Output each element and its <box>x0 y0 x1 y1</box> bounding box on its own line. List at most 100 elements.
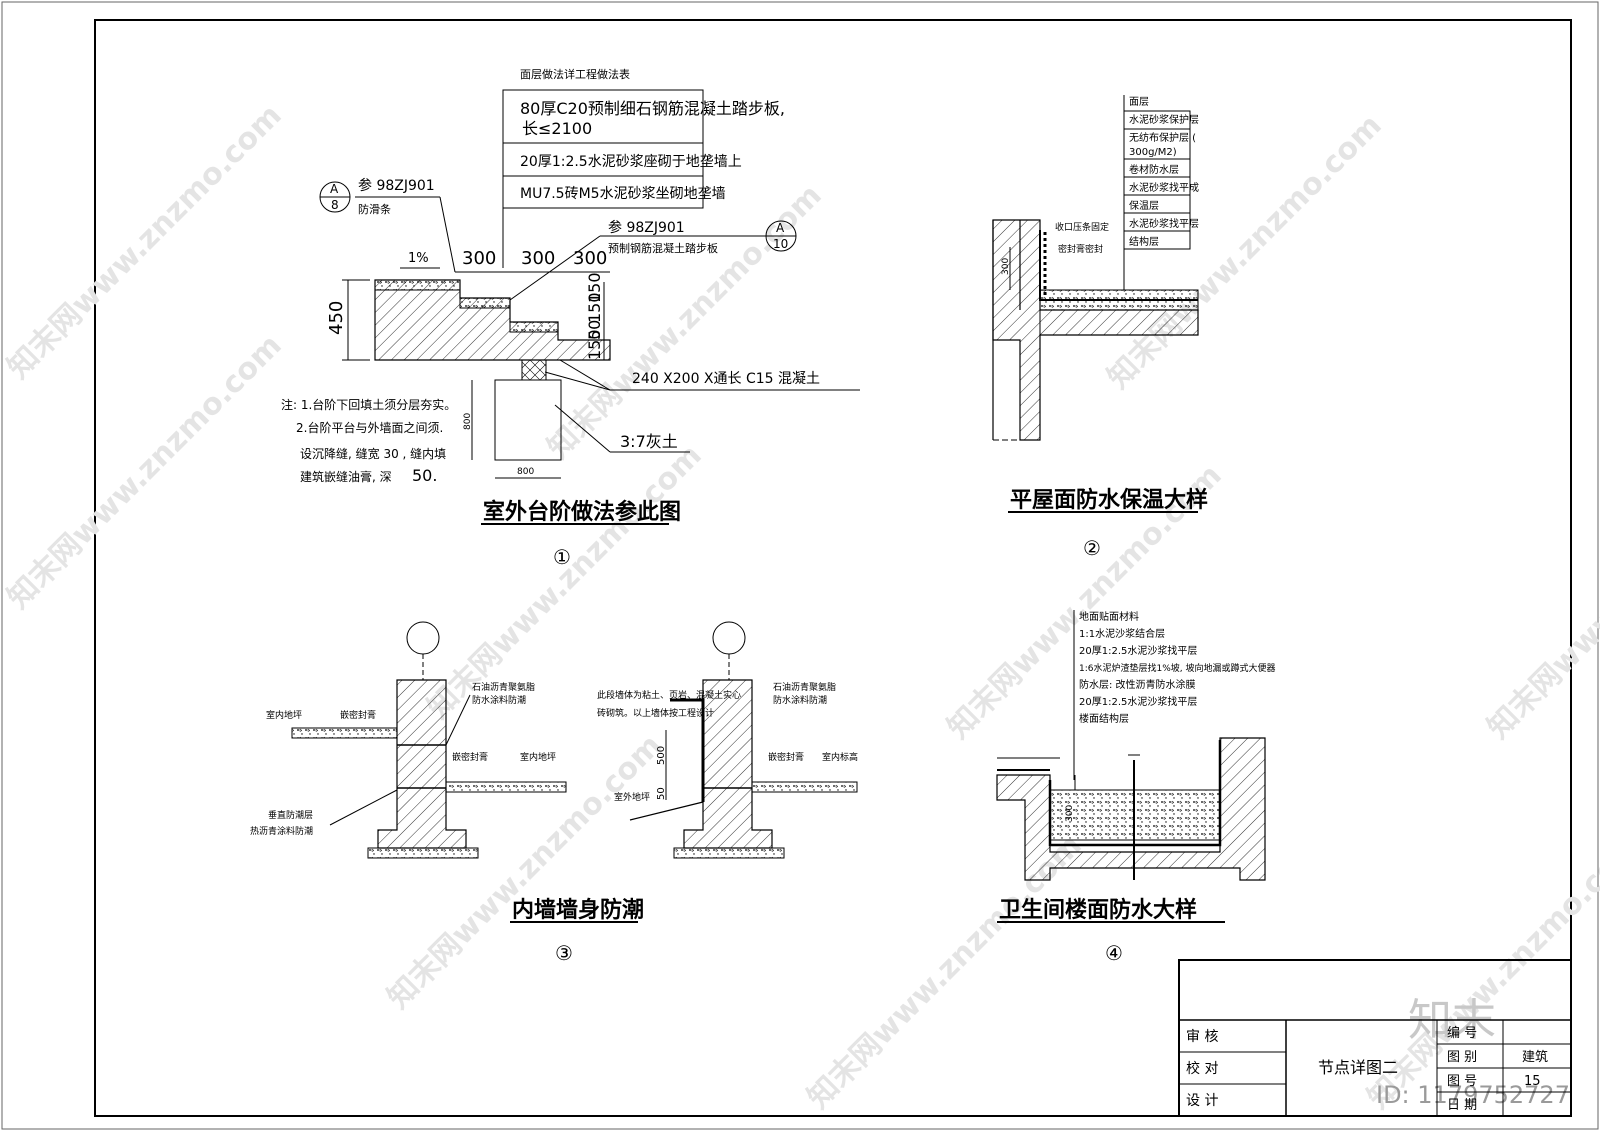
annotation: 防水涂料防潮 <box>773 694 827 706</box>
watermark-layer: 知末网www.znzmo.com 知末网www.znzmo.com 知末网www… <box>1 98 1600 1116</box>
titleblock-role: 设 计 <box>1186 1093 1218 1109</box>
titleblock-role: 校 对 <box>1186 1060 1218 1077</box>
detail-1-table-row: 长≤2100 <box>522 119 592 138</box>
detail-1-table-row: 80厚C20预制细石钢筋混凝土踏步板, <box>520 99 785 118</box>
reference-bubble-bottom: 10 <box>773 237 788 251</box>
detail-number: ④ <box>1105 941 1123 965</box>
layer-label: 面层 <box>1129 96 1149 108</box>
note-line: 建筑嵌缝油膏, 深 <box>300 469 392 484</box>
layer-label: 地面贴面材料 <box>1079 610 1139 623</box>
reference-text: 参 98ZJ901 <box>608 219 685 236</box>
detail-3-wall-dampproof: 室内地坪 嵌密封膏 垂直防潮层 热沥青涂料防潮 石油沥青聚氨脂 防水涂料防潮 嵌… <box>250 621 858 965</box>
detail-1-table-row: 20厚1:2.5水泥砂浆座砌于地垄墙上 <box>520 154 742 170</box>
step-body <box>374 279 611 361</box>
dimension-label: 450 <box>326 301 347 335</box>
annotation: 密封膏密封 <box>1058 243 1103 255</box>
reference-bubble-bottom: 8 <box>331 198 339 212</box>
layer-label: 300g/M2) <box>1129 147 1177 158</box>
reference-bubble-top: A <box>330 182 339 196</box>
dimension-label: 800 <box>517 467 534 477</box>
titleblock-meta: 图 别 <box>1447 1050 1477 1065</box>
ground-beam <box>521 359 547 381</box>
layer-label: 无纺布保护层 ( <box>1129 131 1196 144</box>
annotation: 垂直防潮层 <box>268 809 313 821</box>
reference-subtext: 防滑条 <box>358 202 391 216</box>
watermark-text: 知末网www.znzmo.com <box>1481 458 1600 746</box>
watermark-text: 知末网www.znzmo.com <box>421 438 709 726</box>
note-line: 2.台阶平台与外墙面之间须. <box>296 420 443 435</box>
title-block: 审 核 校 对 设 计 节点详图二 编 号 图 别 图 号 日 期 建筑 15 <box>1178 959 1572 1117</box>
annotation: 石油沥青聚氨脂 <box>472 681 535 693</box>
detail-1-outdoor-steps: 面层做法详工程做法表 80厚C20预制细石钢筋混凝土踏步板, 长≤2100 20… <box>281 67 860 569</box>
sheet-number: 15 <box>1524 1074 1541 1089</box>
dimension-label: 800 <box>463 413 473 430</box>
watermark-text: 知末网www.znzmo.com <box>1 98 289 386</box>
annotation: 防水涂料防潮 <box>472 694 526 706</box>
annotation: 砖砌筑。以上墙体按工程设计 <box>597 707 714 719</box>
reference-text: 参 98ZJ901 <box>358 177 435 194</box>
annotation: 此段墙体为粘土、页岩、混凝土实心 <box>597 689 741 701</box>
layer-label: 水泥砂浆找平成 <box>1129 181 1199 194</box>
dimension-label: 150 <box>585 329 604 360</box>
annotation: 嵌密封膏 <box>452 751 488 763</box>
annotation: 室内地坪 <box>266 709 302 721</box>
titleblock-role: 审 核 <box>1186 1029 1218 1045</box>
layer-label: 20厚1:2.5水泥沙浆找平层 <box>1079 695 1197 708</box>
note-line: 50. <box>412 466 437 485</box>
sheet-border <box>94 19 1572 1117</box>
detail-number: ② <box>1083 536 1101 560</box>
layer-label: 20厚1:2.5水泥沙浆找平层 <box>1079 644 1197 657</box>
detail-title: 内墙墙身防潮 <box>512 897 644 923</box>
watermark-text: 知末网www.znzmo.com <box>1 328 289 616</box>
annotation: 嵌密封膏 <box>340 709 376 721</box>
note-line: 注: 1.台阶下回填土须分层夯实。 <box>281 397 456 412</box>
annotation: 室外地坪 <box>614 791 650 803</box>
dimension-label: 150 <box>585 292 604 323</box>
axis-bubble <box>406 621 440 655</box>
note-line: 设沉降缝, 缝宽 30 , 缝内填 <box>300 446 446 461</box>
dimension-label: 500 <box>656 746 667 765</box>
layer-label: 水泥砂浆找平层 <box>1129 217 1199 230</box>
annotation: 石油沥青聚氨脂 <box>773 681 836 693</box>
annotation: 室内地坪 <box>520 751 556 763</box>
layer-label: 1:1水泥沙浆结合层 <box>1079 627 1165 640</box>
layer-label: 保温层 <box>1129 199 1159 212</box>
reference-subtext: 预制钢筋混凝土踏步板 <box>608 241 718 255</box>
slope-label: 1% <box>408 251 429 266</box>
detail-1-table-header: 面层做法详工程做法表 <box>520 67 630 81</box>
annotation: 收口压条固定 <box>1055 221 1109 233</box>
annotation: 嵌密封膏 <box>768 751 804 763</box>
layer-label: 1:6水泥炉渣垫层找1%坡, 坡向地漏或蹲式大便器 <box>1079 662 1276 674</box>
layer-label: 楼面结构层 <box>1079 712 1129 725</box>
detail-1-table-row: MU7.5砖M5水泥砂浆坐砌地垄墙 <box>520 186 726 202</box>
dimension-label: 300 <box>521 248 555 269</box>
dimension-label: 300 <box>462 248 496 269</box>
titleblock-meta: 图 号 <box>1447 1074 1477 1089</box>
lime-soil-footing <box>494 379 562 461</box>
detail-4-bathroom-floor: 地面贴面材料 1:1水泥沙浆结合层 20厚1:2.5水泥沙浆找平层 1:6水泥炉… <box>996 610 1276 965</box>
reference-bubble-top: A <box>776 221 785 235</box>
watermark-id: ID: 1179752727 <box>1376 1081 1570 1109</box>
dimension-label: 300 <box>1001 258 1011 275</box>
detail-number: ① <box>553 545 571 569</box>
annotation: 热沥青涂料防潮 <box>250 825 313 837</box>
dimension-label: 150 <box>585 272 604 303</box>
drawing-name: 节点详图二 <box>1318 1058 1398 1077</box>
titleblock-meta: 日 期 <box>1447 1098 1477 1113</box>
dimension-label: 50 <box>585 320 604 340</box>
layer-label: 防水层: 改性沥青防水涂膜 <box>1079 678 1196 691</box>
lime-soil-label: 3:7灰土 <box>620 432 678 451</box>
discipline-value: 建筑 <box>1522 1049 1548 1065</box>
detail-2-roof-waterproof: 面层 水泥砂浆保护层 无纺布保护层 ( 300g/M2) 卷材防水层 水泥砂浆找… <box>992 95 1208 560</box>
axis-bubble <box>712 621 746 655</box>
detail-number: ③ <box>555 941 573 965</box>
detail-title: 卫生间楼面防水大样 <box>999 897 1197 923</box>
detail-title: 室外台阶做法参此图 <box>483 499 681 525</box>
detail-title: 平屋面防水保温大样 <box>1010 487 1208 513</box>
dimension-label: 300 <box>1065 805 1075 822</box>
layer-label: 水泥砂浆保护层 <box>1129 113 1199 126</box>
beam-label: 240 X200 X通长 C15 混凝土 <box>632 371 820 387</box>
layer-label: 结构层 <box>1129 235 1159 248</box>
